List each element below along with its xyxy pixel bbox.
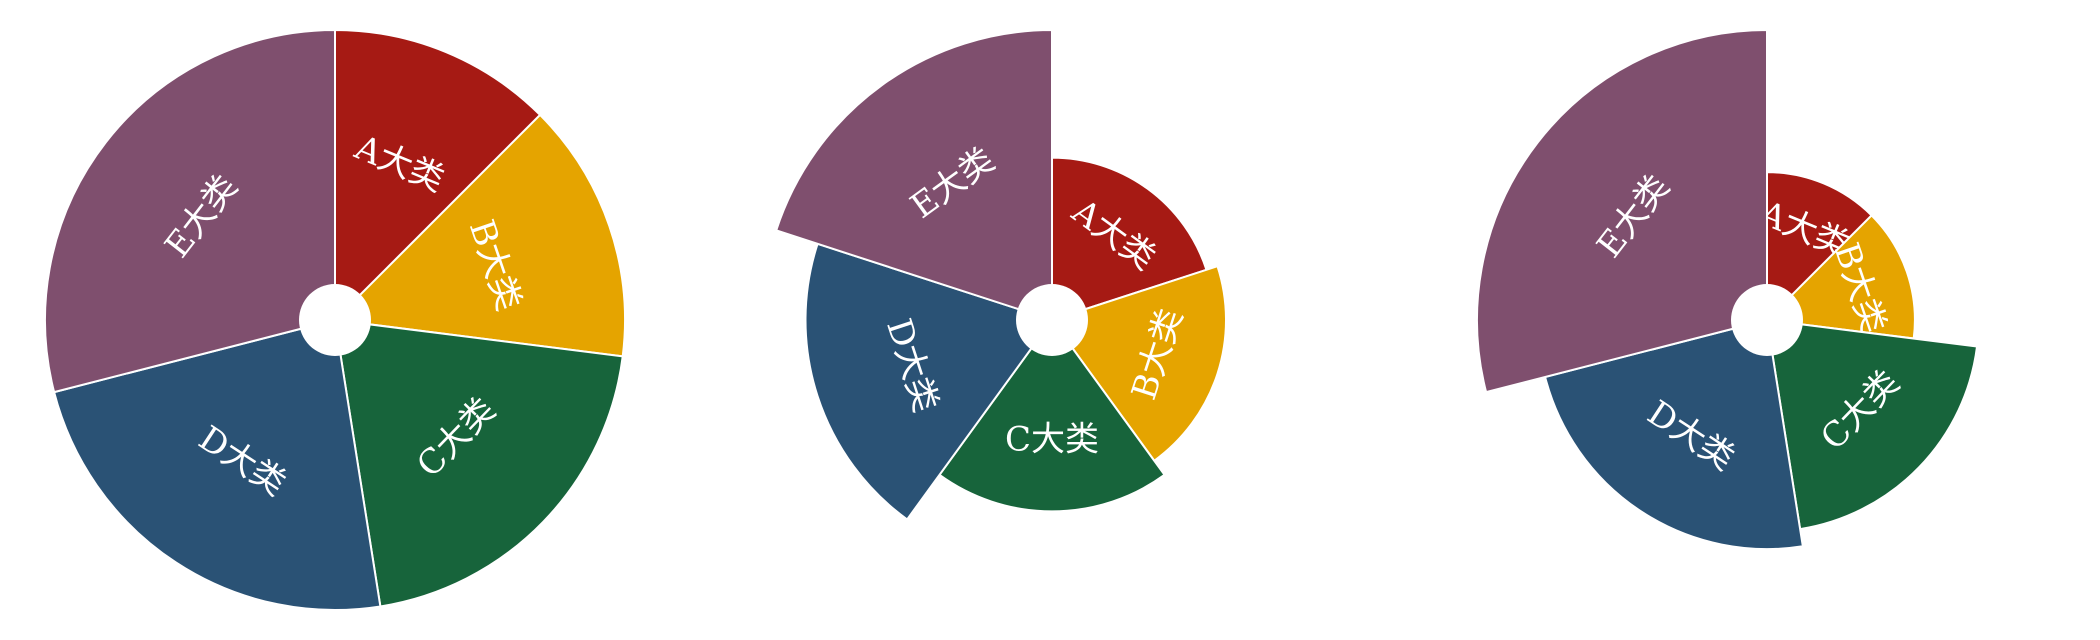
center-hole	[299, 284, 371, 356]
slice-c	[938, 318, 1166, 513]
slice-b	[1764, 214, 1916, 340]
slice-a	[1766, 171, 1873, 323]
slice-e	[44, 28, 336, 394]
slice-c	[333, 318, 624, 608]
slice-d	[1543, 318, 1804, 551]
slice-a	[1051, 156, 1208, 322]
center-hole	[1016, 284, 1088, 356]
slice-label: C大类	[1005, 420, 1099, 460]
center-hole	[1731, 284, 1803, 356]
slice-b	[332, 113, 626, 358]
slice-e	[1476, 28, 1768, 394]
slice-c	[1765, 318, 1979, 531]
slice-b	[1050, 264, 1227, 463]
slice-e	[774, 28, 1053, 322]
slice-a	[334, 28, 542, 323]
slice-d	[52, 318, 382, 611]
slice-d	[804, 242, 1054, 521]
